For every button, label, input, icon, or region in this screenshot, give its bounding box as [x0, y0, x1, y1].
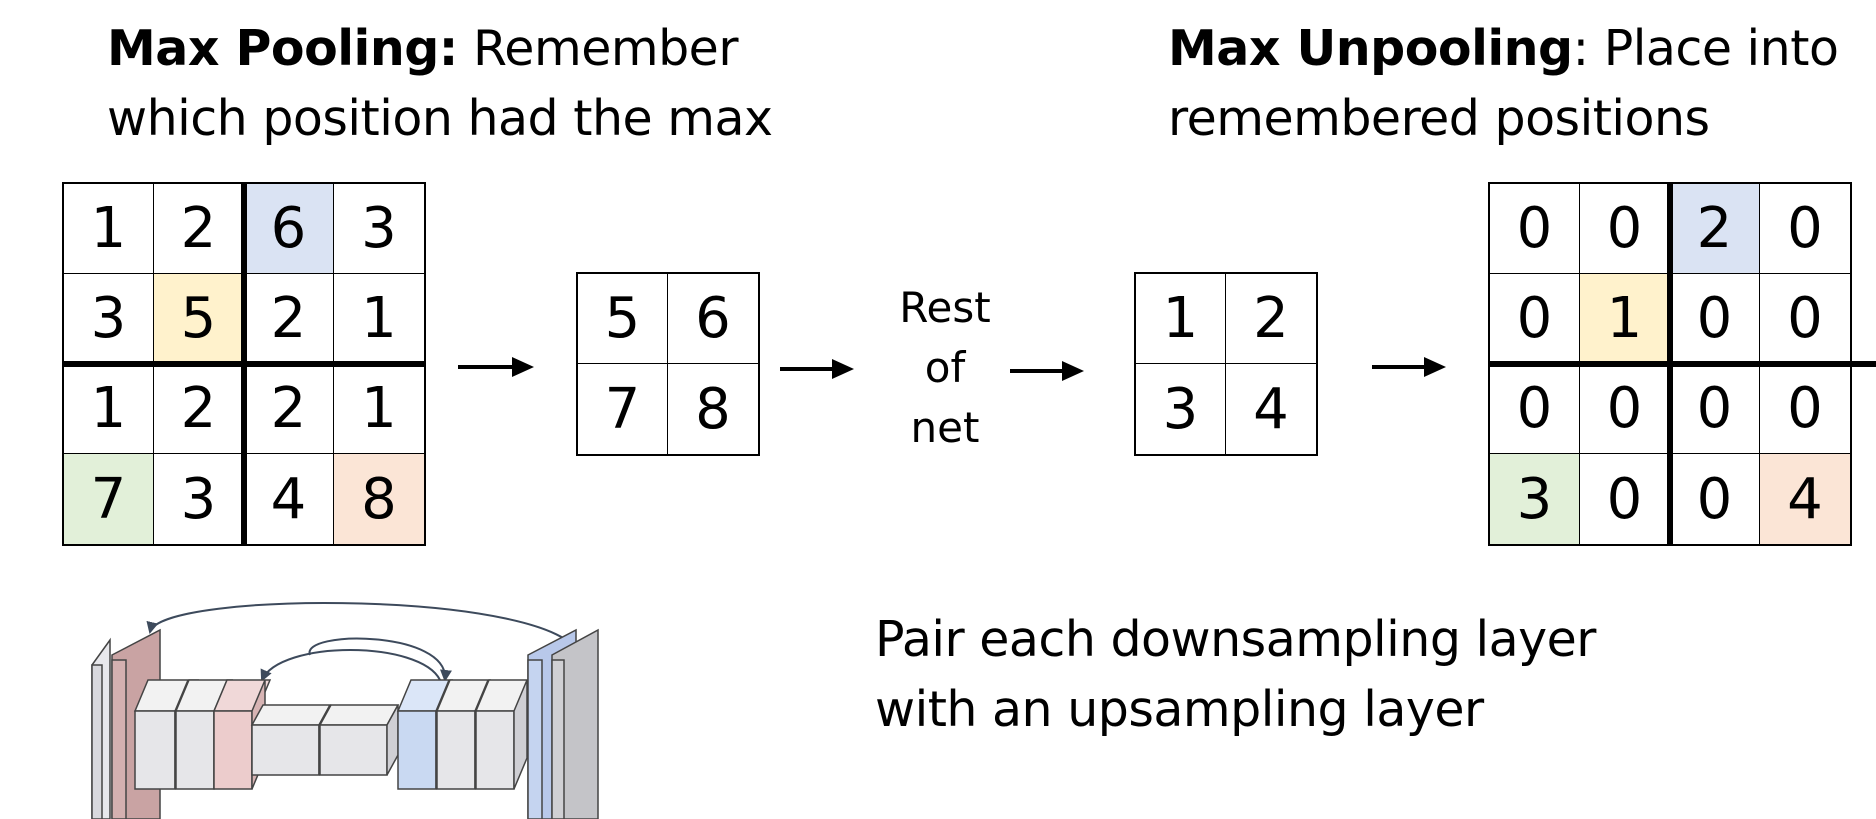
decoder-block-2: [435, 679, 492, 790]
rest-of-net-line-3: net: [910, 403, 980, 452]
rest-of-net-line-2: of: [924, 343, 966, 392]
bottleneck-block-1: [250, 704, 332, 776]
input-cell-1-1: 5: [154, 274, 244, 364]
unpooled-cell-0-2: 2: [1670, 184, 1760, 274]
pooled-cell-0-0: 5: [578, 274, 668, 364]
input-cell-2-3: 1: [334, 364, 424, 454]
pooled-cell-1-1: 8: [695, 376, 731, 442]
unpooled-cell-2-0: 0: [1490, 364, 1580, 454]
netout-cell-1-0: 3: [1136, 364, 1226, 454]
netout-cell-0-0: 1: [1136, 274, 1226, 364]
max-unpooling-caption: Max Unpooling: Place into remembered pos…: [1168, 14, 1839, 154]
arrow-1: [458, 357, 534, 377]
arrow-3: [1010, 361, 1084, 381]
netout-cell-1-1: 4: [1253, 376, 1289, 442]
input-cell-1-0: 3: [64, 274, 154, 364]
pairing-caption-1: Pair each downsampling layer: [875, 611, 1596, 668]
skip-connection-inner-2: [308, 637, 452, 682]
unpooled-grid-divider-h: [1488, 361, 1876, 367]
rest-of-net-label: Rest of net: [875, 278, 1015, 458]
input-cell-3-0: 7: [64, 454, 154, 544]
max-unpooling-desc-2: remembered positions: [1168, 90, 1710, 147]
input-cell-3-3: 8: [334, 454, 424, 544]
bottleneck-block-2: [318, 704, 400, 776]
max-unpooling-title: Max Unpooling: [1168, 20, 1573, 77]
unpooled-cell-1-0: 0: [1490, 274, 1580, 364]
max-pooling-desc-1: Remember: [457, 20, 739, 77]
unpooled-cell-0-3: 0: [1760, 184, 1850, 274]
max-pooling-desc-2: which position had the max: [107, 90, 773, 147]
input-cell-1-2: 2: [244, 274, 334, 364]
input-cell-0-3: 3: [334, 184, 424, 274]
input-cell-0-0: 1: [64, 184, 154, 274]
unpooled-cell-1-1: 1: [1580, 274, 1670, 364]
arrow-4: [1372, 357, 1446, 377]
pooled-cell-1-0: 7: [578, 364, 668, 454]
decoder-block-3: [474, 679, 530, 790]
unet-diagram: [91, 602, 599, 819]
unpooled-cell-0-0: 0: [1490, 184, 1580, 274]
max-unpooling-desc-1: : Place into: [1572, 20, 1839, 77]
unpooled-cell-3-2: 0: [1670, 454, 1760, 544]
netout-cell-0-1: 2: [1226, 274, 1316, 364]
input-cell-2-2: 2: [244, 364, 334, 454]
input-cell-3-2: 4: [244, 454, 334, 544]
unpooled-cell-2-3: 0: [1760, 364, 1850, 454]
max-pooling-caption: Max Pooling: Remember which position had…: [107, 14, 773, 154]
unpooled-cell-1-3: 0: [1760, 274, 1850, 364]
pairing-caption-2: with an upsampling layer: [875, 681, 1484, 738]
rest-of-net-line-1: Rest: [899, 283, 991, 332]
pooled-cell-0-1: 6: [668, 274, 758, 364]
input-cell-0-2: 6: [244, 184, 334, 274]
skip-connection-inner: [260, 649, 441, 682]
input-grid-divider-h: [62, 361, 426, 367]
pairing-caption: Pair each downsampling layer with an ups…: [875, 605, 1596, 745]
unpooled-cell-3-3: 4: [1760, 454, 1850, 544]
max-pooling-title: Max Pooling:: [107, 20, 458, 77]
unpooled-cell-3-0: 3: [1490, 454, 1580, 544]
unpooled-cell-2-2: 0: [1670, 364, 1760, 454]
input-cell-2-0: 1: [64, 364, 154, 454]
skip-connection-outer: [146, 602, 581, 657]
arrow-2: [780, 359, 854, 379]
